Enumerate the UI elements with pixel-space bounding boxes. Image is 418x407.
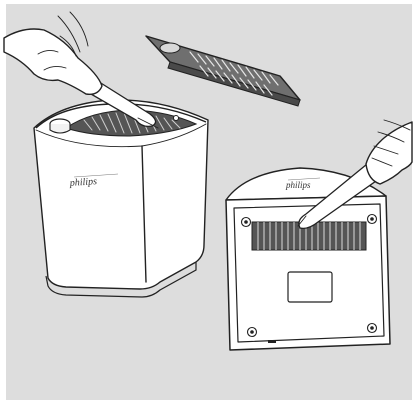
brand-logo-right: philips: [285, 180, 311, 190]
label-plate: [288, 272, 332, 302]
cover-tab: [160, 43, 180, 53]
humidifier-inverted: philips: [226, 168, 390, 350]
humidifier-upright: philips: [34, 100, 208, 297]
brand-logo-left: philips: [68, 176, 97, 189]
